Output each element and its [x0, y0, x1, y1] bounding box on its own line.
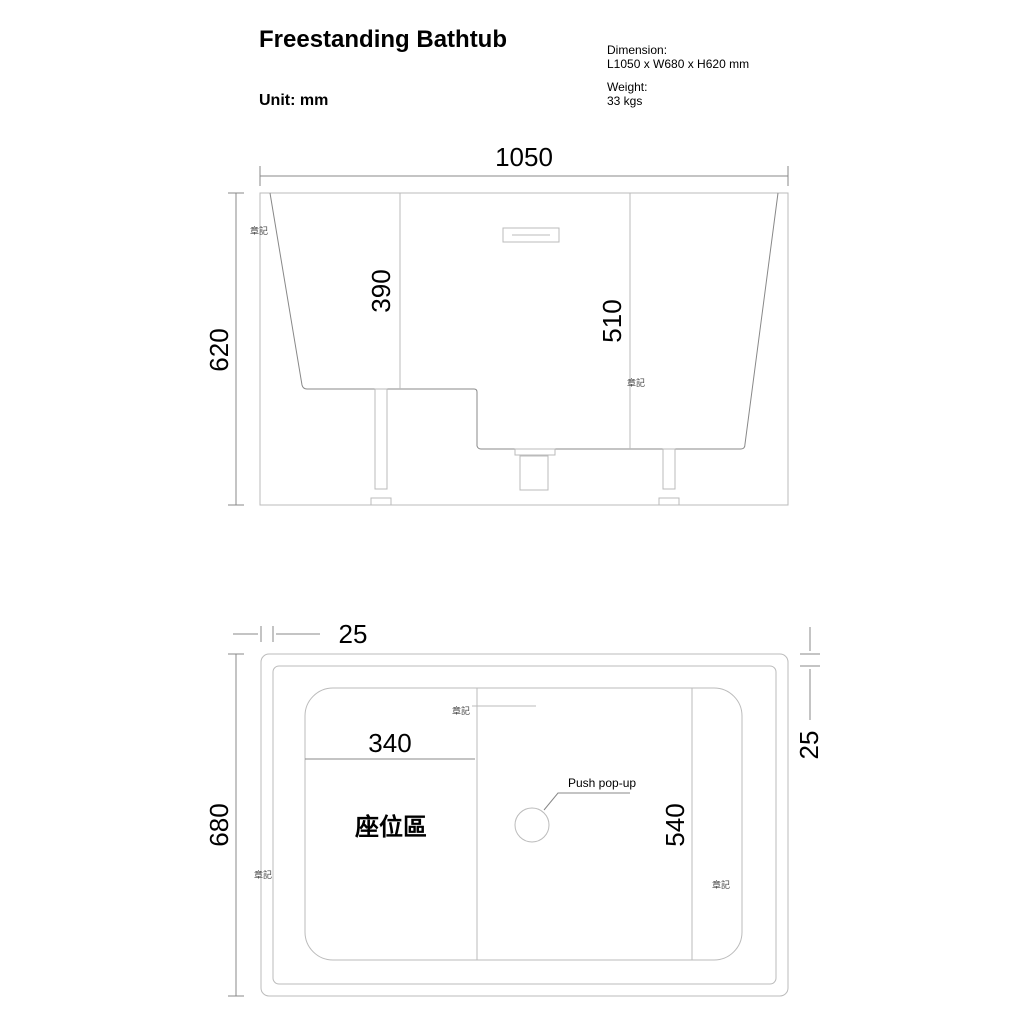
seat-width-dimension: 340	[368, 728, 411, 758]
seat-area-label: 座位區	[355, 813, 427, 841]
basin-length-dimension: 540	[660, 803, 690, 846]
overflow	[502, 227, 560, 243]
inner-rim	[272, 665, 777, 985]
dimension-value: L1050 x W680 x H620 mm	[607, 57, 750, 71]
note-label: 章記	[254, 869, 272, 881]
rim-right-dimension: 25	[794, 731, 824, 760]
drain-trap	[519, 455, 549, 491]
outer-rim	[260, 653, 789, 997]
drain-label: Push pop-up	[568, 776, 636, 790]
note-label: 章記	[250, 225, 268, 237]
width-dimension: 680	[204, 803, 234, 846]
weight-value: 33 kgs	[607, 94, 643, 108]
unit-label: Unit: mm	[259, 92, 329, 109]
page-title: Freestanding Bathtub	[259, 26, 508, 53]
note-label: 章記	[452, 705, 470, 717]
basin-depth-dimension: 510	[597, 299, 627, 342]
note-label: 章記	[627, 377, 645, 389]
rim-left-dimension: 25	[339, 619, 368, 649]
side-view: 1050 620 390 510 章記 章記	[204, 142, 789, 506]
drain-leader	[543, 792, 630, 811]
length-dimension: 1050	[495, 142, 553, 172]
basin-outline	[304, 687, 743, 961]
drain-fitting	[514, 448, 556, 456]
weight-label: Weight:	[607, 80, 648, 94]
drain-circle	[514, 807, 550, 843]
seat-depth-dimension: 390	[366, 269, 396, 312]
top-view: 25 25 680 340 540 座位區 Push pop-up 章記 章記 …	[204, 619, 824, 997]
height-dimension: 620	[204, 328, 234, 371]
leg-right	[662, 448, 676, 490]
dimension-label: Dimension:	[607, 43, 668, 57]
side-bounding-box	[259, 192, 789, 506]
note-label: 章記	[712, 879, 730, 891]
tub-profile	[269, 192, 779, 450]
leg-left	[374, 388, 388, 490]
